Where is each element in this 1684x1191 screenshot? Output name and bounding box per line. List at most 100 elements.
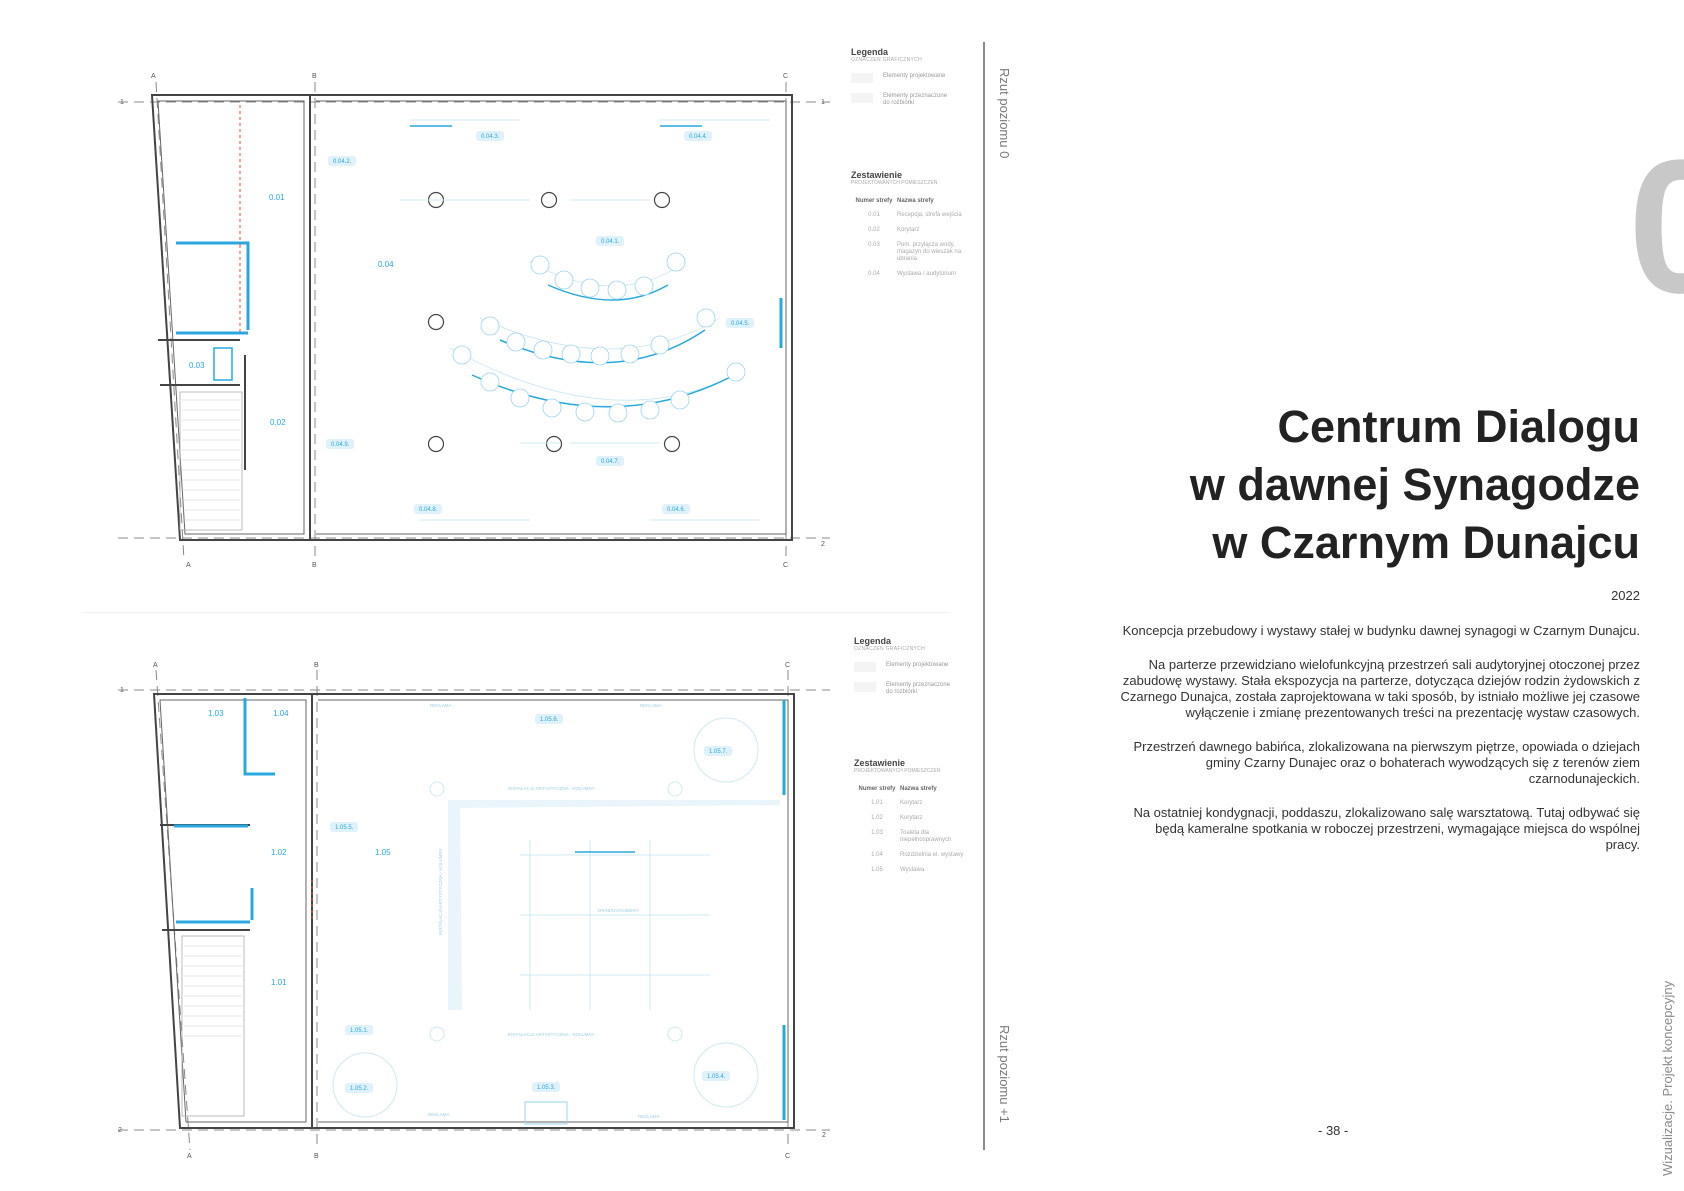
exhibit-note: INSTALACJA ARTYSTYCZNA - KOLUMNY	[508, 1032, 595, 1037]
axis-label-c-bottom: C	[785, 1153, 790, 1160]
zone-tag: 0.04.8.	[414, 504, 442, 514]
room-number-0-04: 0.04	[378, 260, 394, 269]
room-number-1-03: 1.03	[208, 709, 224, 718]
room-number-1-04: 1.04	[273, 709, 289, 718]
legend-subheading: OZNACZEŃ GRAFICZNYCH	[854, 646, 925, 652]
zone-tag: 1.05.5.	[330, 822, 358, 832]
axis-label-1-left: 1	[120, 99, 124, 106]
project-year: 2022	[1611, 588, 1640, 603]
svg-text:0.04.3.: 0.04.3.	[481, 134, 500, 140]
title-line-1: Centrum Dialogu	[1277, 401, 1640, 452]
zone-tag: 1.05.6.	[535, 714, 563, 724]
axis-label-2-right: 2	[822, 1132, 826, 1139]
title-line-3: w Czarnym Dunajcu	[1212, 517, 1640, 568]
schedule-level-1: Zestawienie PROJEKTOWANYCH POMIESZCZEŃ N…	[854, 758, 970, 874]
room-number-1-01: 1.01	[271, 978, 287, 987]
plan-level-1: A B C A B C 1 2 2	[118, 662, 830, 1160]
paragraph: Przestrzeń dawnego babińca, zlokalizowan…	[1133, 739, 1640, 786]
room-number-1-05: 1.05	[375, 848, 391, 857]
paragraph: Na parterze przewidziano wielofunkcyjną …	[1120, 657, 1640, 720]
axis-label-2-left: 2	[118, 1127, 122, 1134]
zone-tag: 0.04.4.	[684, 131, 712, 141]
room-number-1-02: 1.02	[271, 848, 287, 857]
legend-subheading: OZNACZEŃ GRAFICZNYCH	[851, 57, 922, 63]
column-marker	[545, 435, 563, 453]
svg-text:1.05.7.: 1.05.7.	[709, 749, 728, 755]
axis-label-1-left: 1	[120, 687, 124, 694]
axis-label-1-right: 1	[821, 99, 825, 106]
exhibit-note: REKLAMA	[428, 1112, 450, 1117]
paragraph: Koncepcja przebudowy i wystawy stałej w …	[1122, 623, 1640, 638]
svg-text:0.04.9.: 0.04.9.	[331, 442, 350, 448]
svg-text:0.04.8.: 0.04.8.	[419, 507, 438, 513]
zone-tag: 0.04.6.	[662, 504, 690, 514]
axis-label-b-bottom: B	[314, 1153, 319, 1160]
legend-level-1: Legenda OZNACZEŃ GRAFICZNYCH Elementy pr…	[854, 636, 956, 696]
exhibit-note: DRABINY/NUMERY	[598, 908, 639, 913]
vertical-divider	[983, 42, 985, 1150]
axis-label-c-bottom: C	[783, 562, 788, 569]
exhibit-note: INSTALACJA ARTYSTYCZNA - KOLUMNY	[438, 848, 443, 935]
zone-tag: 1.05.7.	[704, 746, 732, 756]
schedule-level-0: Zestawienie PROJEKTOWANYCH POMIESZCZEŃ N…	[851, 170, 967, 278]
legend-heading: Legenda	[851, 47, 889, 57]
axis-label-a-bottom: A	[186, 562, 191, 569]
column-marker	[427, 435, 445, 453]
plan-level-0: A B C A B C 1 1 2	[118, 73, 830, 569]
staircase-level-1	[181, 935, 245, 1117]
auditorium-seating	[449, 252, 746, 423]
staircase-level-0	[179, 391, 243, 531]
svg-text:1.05.5.: 1.05.5.	[335, 825, 354, 831]
exhibit-note: REKLAMA	[430, 703, 452, 708]
zone-tag: 0.04.1.	[596, 236, 624, 246]
plan-separator	[82, 612, 950, 613]
column-marker	[653, 191, 671, 209]
chapter-number: 0	[1628, 121, 1684, 333]
axis-label-b-bottom: B	[312, 562, 317, 569]
exhibit-note: REKLAMA	[640, 703, 662, 708]
level-0-label: Rzut poziomu 0	[997, 68, 1012, 159]
axis-label-b-top: B	[314, 662, 319, 669]
axis-label-a-top: A	[151, 73, 156, 80]
legend-item: Elementy projektowane	[851, 73, 953, 83]
zone-tag: 1.05.1.	[345, 1025, 373, 1035]
zone-tag: 0.04.2.	[328, 156, 356, 166]
column-marker	[540, 191, 558, 209]
svg-text:0.04.2.: 0.04.2.	[333, 159, 352, 165]
svg-text:1.05.2.: 1.05.2.	[350, 1086, 369, 1092]
schedule-heading: Zestawienie	[851, 170, 903, 180]
floor-plans: .wall { fill:none; stroke:#444; stroke-w…	[118, 73, 830, 1160]
zone-tag: 1.05.3.	[532, 1082, 560, 1092]
room-number-0-03: 0.03	[189, 361, 205, 370]
zone-tag: 0.04.5.	[726, 318, 754, 328]
svg-text:0.04.6.: 0.04.6.	[667, 507, 686, 513]
zone-tag: 1.05.2.	[345, 1083, 373, 1093]
legend-item: Elementy przeznaczone do rozbiórki	[851, 93, 953, 107]
axis-label-2-right: 2	[821, 541, 825, 548]
legend-level-0: Legenda OZNACZEŃ GRAFICZNYCH Elementy pr…	[851, 47, 953, 107]
page-number: - 38 -	[1318, 1123, 1349, 1138]
description: Koncepcja przebudowy i wystawy stałej w …	[1120, 623, 1640, 871]
axis-label-b-top: B	[312, 73, 317, 80]
svg-text:0.04.7.: 0.04.7.	[601, 459, 620, 465]
axis-label-c-top: C	[785, 662, 790, 669]
legend-item: Elementy projektowane	[854, 662, 956, 672]
schedule-subheading: PROJEKTOWANYCH POMIESZCZEŃ	[854, 768, 941, 774]
zone-tag: 1.05.4.	[702, 1071, 730, 1081]
svg-text:0.04.5.: 0.04.5.	[731, 321, 750, 327]
zone-tag: 0.04.7.	[596, 456, 624, 466]
paragraph: Na ostatniej kondygnacji, poddaszu, zlok…	[1133, 805, 1640, 852]
axis-label-c-top: C	[783, 73, 788, 80]
svg-text:1.05.6.: 1.05.6.	[540, 717, 559, 723]
